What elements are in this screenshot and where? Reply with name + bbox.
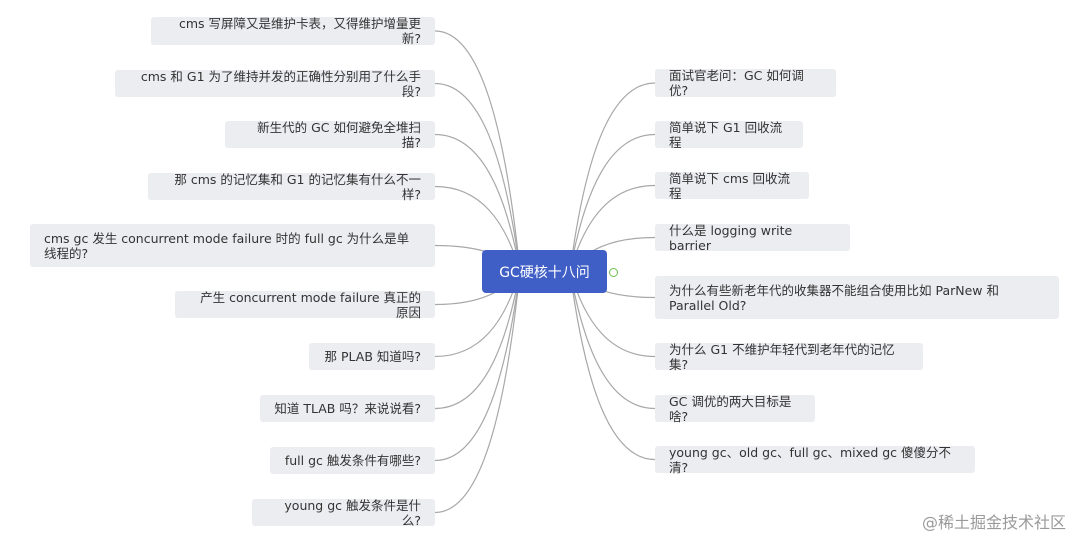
left-node-7[interactable]: 那 PLAB 知道吗? [309, 343, 435, 370]
collapse-toggle-icon[interactable] [609, 268, 618, 277]
connector-line [569, 270, 656, 410]
right-node-3[interactable]: 简单说下 cms 回收流程 [655, 171, 809, 201]
right-node-7[interactable]: GC 调优的两大目标是啥? [655, 394, 815, 424]
left-node-10[interactable]: young gc 触发条件是什么? [252, 498, 435, 528]
connector-line [434, 270, 521, 410]
right-node-2[interactable]: 简单说下 G1 回收流程 [655, 120, 803, 150]
left-node-5[interactable]: cms gc 发生 concurrent mode failure 时的 ful… [30, 224, 435, 267]
right-node-6[interactable]: 为什么 G1 不维护年轻代到老年代的记忆集? [655, 342, 923, 372]
right-node-1[interactable]: 面试官老问：GC 如何调优? [655, 68, 836, 98]
connector-line [569, 270, 656, 461]
left-node-3[interactable]: 新生代的 GC 如何避免全堆扫描? [225, 120, 435, 150]
connector-line [434, 82, 521, 272]
connector-line [434, 270, 521, 514]
left-node-4[interactable]: 那 cms 的记忆集和 G1 的记忆集有什么不一样? [148, 172, 435, 202]
left-node-9[interactable]: full gc 触发条件有哪些? [270, 447, 435, 474]
right-node-8[interactable]: young gc、old gc、full gc、mixed gc 傻傻分不清? [655, 445, 975, 475]
left-node-1[interactable]: cms 写屏障又是维护卡表，又得维护增量更新? [151, 16, 435, 46]
left-node-2[interactable]: cms 和 G1 为了维持并发的正确性分别用了什么手段? [115, 69, 435, 99]
connector-line [569, 133, 656, 272]
right-node-5[interactable]: 为什么有些新老年代的收集器不能组合使用比如 ParNew 和 Parallel … [655, 276, 1059, 319]
connector-line [434, 133, 521, 272]
connector-line [434, 30, 521, 272]
watermark: @稀土掘金技术社区 [921, 513, 1066, 532]
root-node[interactable]: GC硬核十八问 [482, 250, 607, 293]
right-node-4[interactable]: 什么是 logging write barrier [655, 223, 850, 253]
left-node-6[interactable]: 产生 concurrent mode failure 真正的原因 [175, 290, 435, 320]
connector-line [434, 270, 521, 462]
left-node-8[interactable]: 知道 TLAB 吗？来说说看? [260, 395, 435, 422]
connector-line [569, 82, 656, 272]
